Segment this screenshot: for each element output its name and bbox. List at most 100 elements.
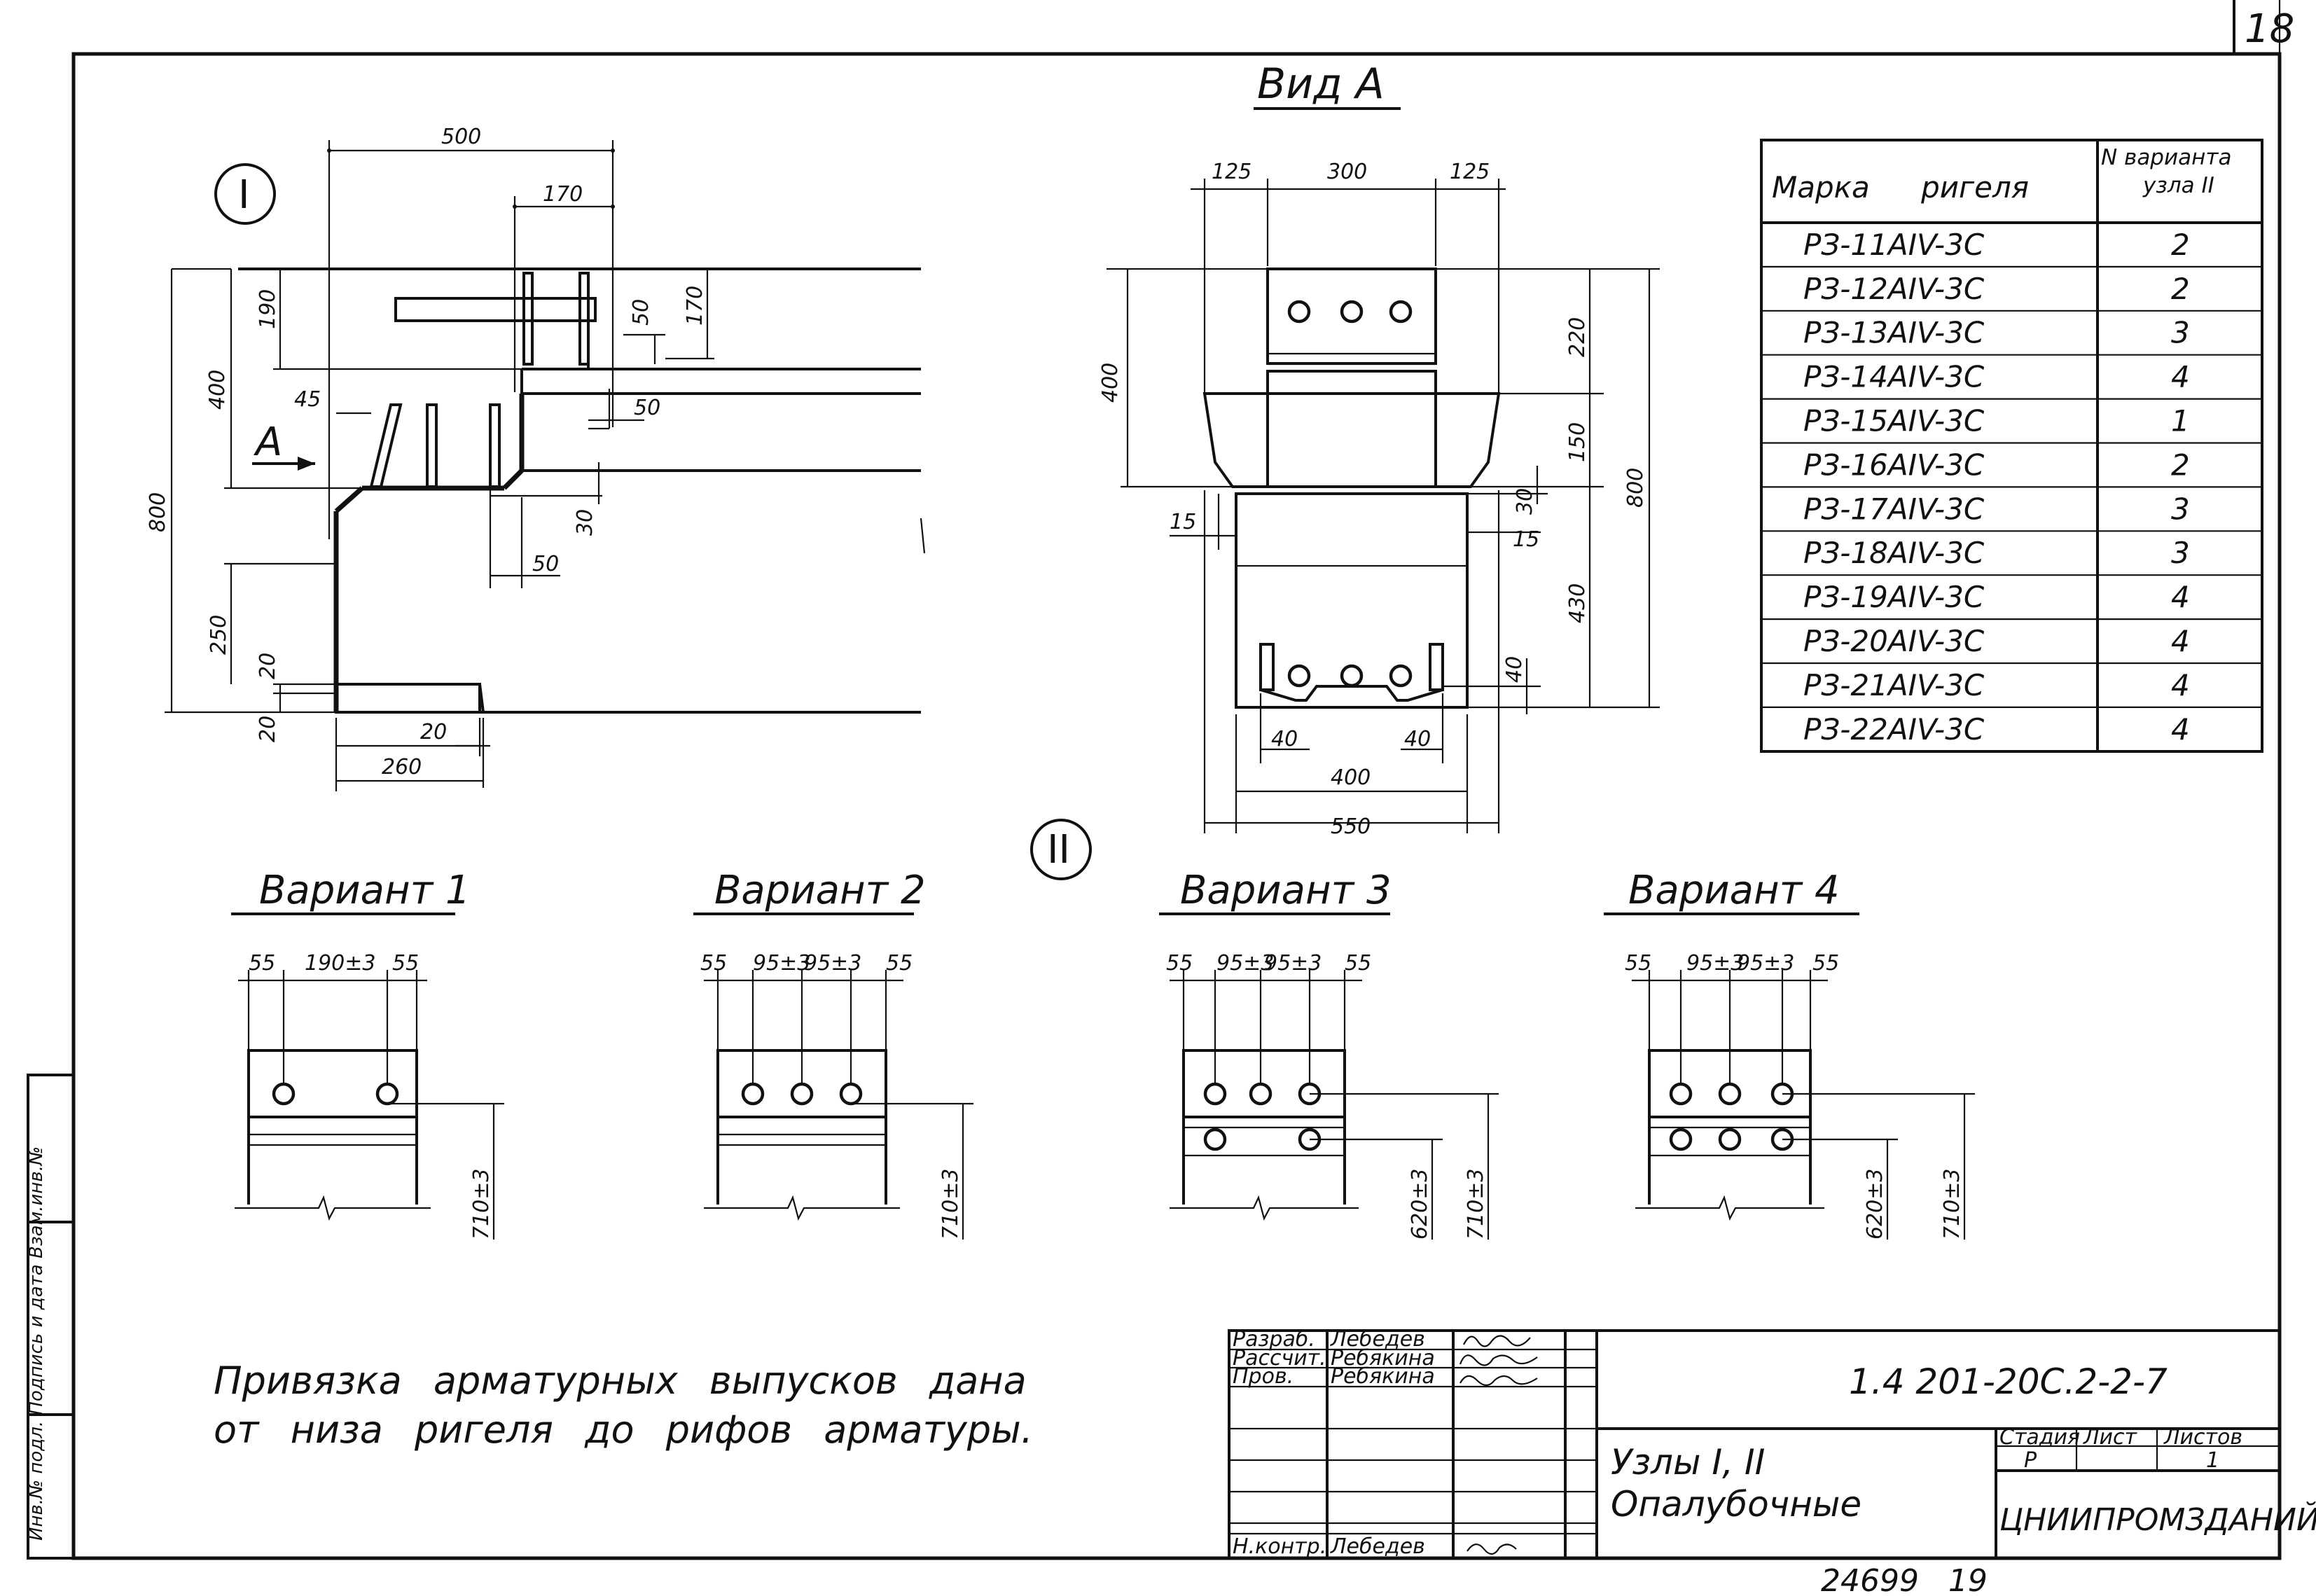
signature-calculated xyxy=(1459,1354,1538,1366)
note-line-2: от низа ригеля до рифов арматуры. xyxy=(214,1408,1033,1452)
variant-3: Вариант 3 55 95±3 95±3 55 620±3 xyxy=(1159,868,1499,1240)
variant-3-dim-height-lower: 620±3 xyxy=(1408,1169,1432,1240)
table-cell-mark: РЗ-20АIV-3С xyxy=(1803,624,1985,658)
dim-550: 550 xyxy=(1331,814,1371,839)
dim-430: 430 xyxy=(1565,583,1590,623)
variant-4-dim-right: 55 xyxy=(1812,951,1839,976)
table-cell-mark: РЗ-19АIV-3С xyxy=(1803,580,1985,614)
table-cell-variant: 2 xyxy=(2171,228,2190,262)
dim-800: 800 xyxy=(1623,468,1648,508)
table-cell-mark: РЗ-13АIV-3С xyxy=(1803,316,1985,350)
stamp-name-norm: Лебедев xyxy=(1330,1534,1425,1559)
stamp-name-calculated: Ребякина xyxy=(1331,1346,1435,1371)
node-1-label: I xyxy=(238,172,250,218)
dim-260: 260 xyxy=(382,755,422,779)
dim-400-vert: 400 xyxy=(1098,363,1123,403)
dim-50-low: 50 xyxy=(532,552,559,576)
variant-2-dim-left: 55 xyxy=(700,951,727,976)
stamp-organization: ЦНИИПРОМЗДАНИЙ xyxy=(1999,1501,2316,1538)
dim-125-left: 125 xyxy=(1212,160,1251,184)
table-cell-variant: 4 xyxy=(2171,580,2190,614)
node-2-label: II xyxy=(1047,827,1070,873)
inventory-number: 24699 19 xyxy=(1821,1563,1988,1596)
variant-3-dim-left: 55 xyxy=(1166,951,1193,976)
dim-30: 30 xyxy=(573,509,597,536)
table-cell-mark: РЗ-17АIV-3С xyxy=(1803,492,1985,526)
dim-150: 150 xyxy=(1565,422,1590,462)
dim-50-mid: 50 xyxy=(634,396,660,420)
table-cell-mark: РЗ-15АIV-3С xyxy=(1803,404,1985,438)
dim-800: 800 xyxy=(146,492,170,532)
dim-20-a: 20 xyxy=(256,653,280,679)
dim-400: 400 xyxy=(205,370,230,410)
table-cell-variant: 3 xyxy=(2171,316,2190,350)
table-cell-mark: РЗ-22АIV-3С xyxy=(1803,712,1985,747)
dim-30: 30 xyxy=(1513,488,1537,515)
variant-2-dim-mid-2: 95±3 xyxy=(804,951,861,976)
sheet-frame: 18 Инв.№ подл. Подпись и дата Взам.инв.№ xyxy=(26,0,2294,1560)
variant-3-dim-mid-2: 95±3 xyxy=(1264,951,1322,976)
table-cell-variant: 2 xyxy=(2171,272,2190,306)
side-strip-label: Инв.№ подл. Подпись и дата Взам.инв.№ xyxy=(26,1146,47,1541)
variant-2: Вариант 2 55 95±3 95±3 55 710±3 xyxy=(693,868,973,1240)
table-cell-mark: РЗ-18АIV-3С xyxy=(1803,536,1985,570)
table-cell-variant: 2 xyxy=(2171,447,2190,482)
variant-2-dim-right: 55 xyxy=(886,951,913,976)
stamp-sheets: 1 xyxy=(2206,1448,2219,1473)
table-cell-mark: РЗ-21АIV-3С xyxy=(1803,668,1985,702)
stamp-col-sheets: Листов xyxy=(2163,1425,2242,1450)
dim-20-c: 20 xyxy=(420,720,447,744)
variant-2-dim-mid-1: 95±3 xyxy=(753,951,810,976)
variant-4-dim-mid-1: 95±3 xyxy=(1686,951,1744,976)
table-cell-variant: 3 xyxy=(2171,536,2190,570)
variant-3-dim-height-upper: 710±3 xyxy=(1464,1169,1488,1240)
mark-table: Марка ригеля N варианта узла II РЗ-11АIV… xyxy=(1760,139,2263,753)
dim-45: 45 xyxy=(294,387,321,412)
stamp-name-checked: Ребякина xyxy=(1331,1364,1435,1389)
variant-3-dim-mid-1: 95±3 xyxy=(1216,951,1274,976)
sheet-number: 18 xyxy=(2245,6,2294,52)
variant-4-dim-mid-2: 95±3 xyxy=(1737,951,1794,976)
signature-developed xyxy=(1463,1335,1531,1347)
stamp-col-sheet: Лист xyxy=(2083,1425,2138,1450)
table-cell-mark: РЗ-14АIV-3С xyxy=(1803,360,1985,394)
variant-3-dim-right: 55 xyxy=(1345,951,1371,976)
variant-2-title: Вариант 2 xyxy=(714,868,926,913)
table-cell-variant: 4 xyxy=(2171,668,2190,702)
dim-300: 300 xyxy=(1327,160,1367,184)
dim-40-right: 40 xyxy=(1502,656,1527,683)
dim-15-right: 15 xyxy=(1513,527,1539,552)
table-cell-variant: 1 xyxy=(2171,404,2190,438)
variant-4-dim-left: 55 xyxy=(1625,951,1651,976)
dim-400-horiz: 400 xyxy=(1331,765,1371,790)
title-block: Разраб. Лебедев Рассчит. Ребякина Пров. … xyxy=(1228,1327,2316,1560)
view-a-title: Вид А xyxy=(1257,60,1385,109)
variant-1-dim-height: 710±3 xyxy=(469,1169,494,1240)
variant-4-dim-height-lower: 620±3 xyxy=(1863,1169,1887,1240)
variant-1: Вариант 1 55 190±3 55 710±3 xyxy=(231,868,504,1240)
dim-190: 190 xyxy=(256,289,280,329)
variant-3-title: Вариант 3 xyxy=(1180,868,1392,913)
stamp-doc-code: 1.4 201-20С.2-2-7 xyxy=(1849,1361,2168,1402)
dim-50-upper: 50 xyxy=(629,299,653,326)
stamp-title-line1: Узлы I, II xyxy=(1611,1442,1765,1483)
dim-170-top: 170 xyxy=(543,182,583,207)
stamp-title-line2: Опалубочные xyxy=(1611,1484,1861,1525)
dim-170-right: 170 xyxy=(683,286,707,326)
variant-2-dim-height: 710±3 xyxy=(938,1169,963,1240)
stamp-name-developed: Лебедев xyxy=(1330,1327,1425,1352)
stamp-role-checked: Пров. xyxy=(1233,1364,1294,1389)
dim-15-left: 15 xyxy=(1170,510,1196,534)
table-cell-variant: 3 xyxy=(2171,492,2190,526)
variant-1-title: Вариант 1 xyxy=(259,868,471,913)
variant-1-dim-middle: 190±3 xyxy=(305,951,375,976)
dim-20-b: 20 xyxy=(256,716,280,742)
view-arrow-a: А xyxy=(254,419,282,465)
table-header-variant-line2: узла II xyxy=(2142,173,2214,198)
table-cell-mark: РЗ-12АIV-3С xyxy=(1803,272,1985,306)
table-header-variant-line1: N варианта xyxy=(2101,145,2231,170)
table-cell-mark: РЗ-11АIV-3С xyxy=(1803,228,1985,262)
dim-40-bottom-left: 40 xyxy=(1271,727,1298,751)
stamp-stage: Р xyxy=(2024,1448,2037,1473)
